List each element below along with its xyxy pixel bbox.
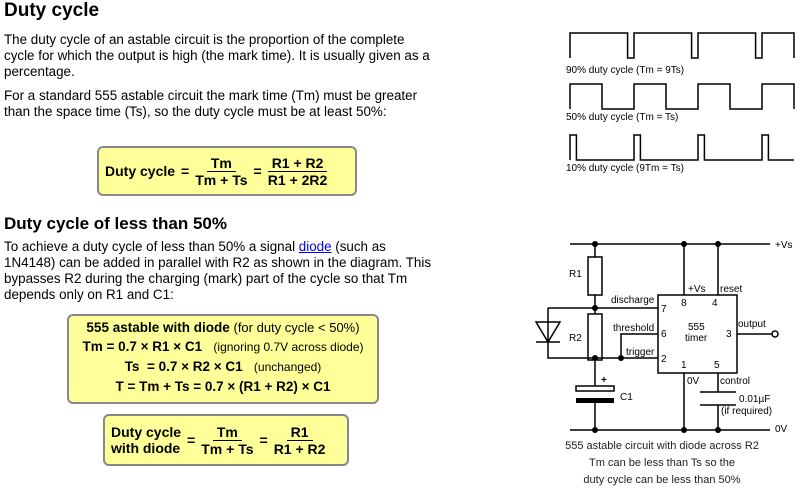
control-label: control xyxy=(720,376,750,387)
pin-number: 6 xyxy=(661,329,667,340)
note: (ignoring 0.7V across diode) xyxy=(213,340,364,354)
formula-line: T = Tm + Ts = 0.7 × (R1 + R2) × C1 xyxy=(115,379,331,394)
equals: = xyxy=(253,163,262,179)
pin-number: 2 xyxy=(661,354,667,365)
formula-line: Tm = 0.7 × R1 × C1 xyxy=(82,339,203,354)
waveform-label: 90% duty cycle (Tm = 9Ts) xyxy=(566,65,684,76)
equals: = xyxy=(259,432,268,448)
output-label: output xyxy=(738,319,766,330)
capacitor-plate xyxy=(576,398,614,403)
discharge-label: discharge xyxy=(611,295,655,306)
caption-line: duty cycle can be less than 50% xyxy=(583,474,740,486)
equals: = xyxy=(181,163,190,179)
diode-formula-box: 555 astable with diode (for duty cycle <… xyxy=(67,314,379,404)
trigger-label: trigger xyxy=(626,347,655,358)
box-title: 555 astable with diode xyxy=(86,320,230,335)
output-terminal xyxy=(771,330,779,338)
pin-number: 3 xyxy=(726,329,732,340)
numerator: R1 + R2 xyxy=(267,155,328,172)
if-required-label: (if required) xyxy=(721,406,772,417)
paragraph: For a standard 555 astable circuit the m… xyxy=(4,88,418,119)
pin-vs-label: +Vs xyxy=(688,284,706,295)
waveform-diagram: 90% duty cycle (Tm = 9Ts) 50% duty cycle… xyxy=(566,32,795,174)
r1-label: R1 xyxy=(569,269,582,280)
denominator: R1 + R2 xyxy=(273,440,326,457)
waveform-trace xyxy=(569,83,795,110)
capacitor-plate xyxy=(575,385,615,392)
chip-label: timer xyxy=(685,333,708,344)
section-title: Duty cycle xyxy=(4,0,100,21)
waveform-label: 50% duty cycle (Tm = Ts) xyxy=(566,112,678,123)
threshold-label: threshold xyxy=(613,323,654,334)
numerator: Tm xyxy=(212,424,242,441)
vs-label: +Vs xyxy=(775,240,793,251)
plus-label: + xyxy=(601,375,607,386)
pin-number: 1 xyxy=(681,360,687,371)
denominator: Tm + Ts xyxy=(201,440,254,457)
diode-link[interactable]: diode xyxy=(298,239,332,254)
waveform-trace xyxy=(569,134,794,161)
numerator: R1 xyxy=(286,424,313,441)
pin-number: 8 xyxy=(681,298,687,309)
formula-line: Ts = 0.7 × R2 × C1 xyxy=(124,359,243,374)
paragraph: To achieve a duty cycle of less than 50%… xyxy=(4,239,434,303)
numerator: Tm xyxy=(206,155,236,172)
note: (for duty cycle < 50%) xyxy=(233,320,360,335)
formula-label: Duty cycle xyxy=(105,163,176,179)
pin-number: 5 xyxy=(714,360,720,371)
chip-label: 555 xyxy=(688,322,705,333)
reset-label: reset xyxy=(720,284,742,295)
r2-label: R2 xyxy=(569,333,582,344)
caption-line: Tm can be less than Ts so the xyxy=(589,457,735,469)
text: To achieve a duty cycle of less than 50%… xyxy=(4,239,299,254)
note: (unchanged) xyxy=(253,360,322,374)
zero-volt-label: 0V xyxy=(775,424,788,435)
capacitor-value: 0.01µF xyxy=(739,394,770,405)
zero-volt-pin-label: 0V xyxy=(687,376,700,387)
waveform-label: 10% duty cycle (9Tm = Ts) xyxy=(566,163,684,174)
waveform-trace xyxy=(569,32,795,59)
caption-line: 555 astable circuit with diode across R2 xyxy=(565,440,759,452)
denominator: R1 + 2R2 xyxy=(267,171,328,188)
c1-label: C1 xyxy=(620,392,633,403)
section-title: Duty cycle of less than 50% xyxy=(4,214,227,233)
text: (such as 1N4148) can be added in paralle… xyxy=(4,239,432,302)
paragraph: The duty cycle of an astable circuit is … xyxy=(4,32,430,79)
denominator: Tm + Ts xyxy=(195,171,248,188)
pin-number: 4 xyxy=(712,298,718,309)
label: Duty cycle xyxy=(111,424,182,440)
pin-number: 7 xyxy=(661,304,667,315)
label: with diode xyxy=(111,440,181,456)
equals: = xyxy=(187,432,196,448)
